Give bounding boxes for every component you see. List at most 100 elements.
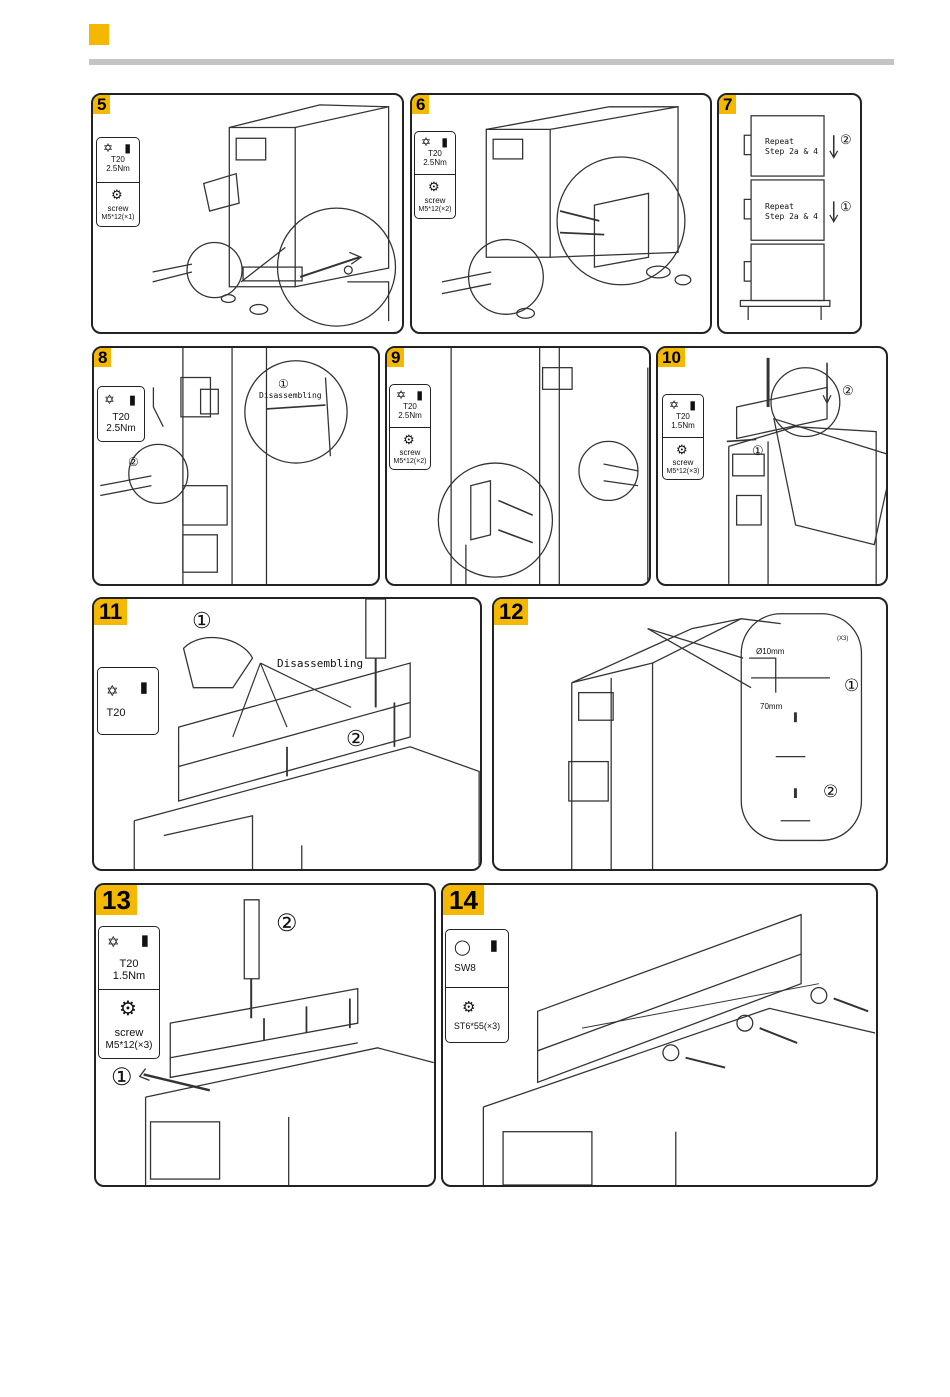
step-7-panel: 7 Repeat Step 2a & 4 Repeat Step 2a & 4 … bbox=[717, 93, 862, 334]
tool-torque: 2.5Nm bbox=[398, 411, 422, 420]
repeat-note-middle: Repeat Step 2a & 4 bbox=[765, 202, 818, 221]
screwdriver-icon: ▮ bbox=[140, 932, 149, 949]
fastener-spec: M5*12(×2) bbox=[418, 206, 452, 213]
fastener-name: screw bbox=[672, 458, 694, 467]
step-8-panel: 8 ✡ ▮ T20 2.5Nm Disassembling ① ② bbox=[92, 346, 380, 586]
torx-tool-cell: ✡ ▮ T20 2.5Nm bbox=[415, 132, 455, 174]
step-12-panel: 12 (X3) Ø10mm 70mm ① ② bbox=[492, 597, 888, 871]
step-number: 10 bbox=[658, 348, 685, 367]
screw-cell: ⚙ screw M5*12(×2) bbox=[390, 427, 430, 471]
step-9-panel: 9 ✡ ▮ T20 2.5Nm ⚙ screw M5*12(×2) bbox=[385, 346, 651, 586]
step-11-illustration bbox=[133, 599, 480, 869]
callout-2: ② bbox=[842, 384, 854, 399]
torx-icon: ✡ bbox=[669, 398, 680, 412]
screw-cell: ⚙ screw M5*12(×3) bbox=[663, 437, 703, 481]
step-10-illustration bbox=[726, 357, 886, 584]
tool-box: ◯ ▮ SW8 ⚙ ST6*55(×3) bbox=[445, 929, 509, 1043]
step-10-panel: 10 ✡ ▮ T20 1.5Nm ⚙ screw M5*12(×3) ② ① bbox=[656, 346, 888, 586]
tool-torque: 2.5Nm bbox=[106, 423, 136, 434]
bolt-icon: ⚙ bbox=[462, 999, 476, 1016]
anchor-quantity: (X3) bbox=[837, 636, 849, 642]
callout-1: ① bbox=[752, 444, 764, 459]
tool-box: ✡ ▮ T20 2.5Nm ⚙ screw M5*12(×2) bbox=[389, 384, 431, 470]
step-number: 13 bbox=[96, 885, 137, 915]
callout-2: ② bbox=[128, 455, 139, 469]
step-12-illustration bbox=[568, 613, 863, 869]
header-accent-square bbox=[89, 24, 109, 45]
tool-box: ✡ ▮ T20 2.5Nm bbox=[97, 386, 145, 442]
screw-icon: ⚙ bbox=[428, 179, 440, 194]
wrench-icon: ▮ bbox=[489, 937, 498, 954]
fastener-spec: M5*12(×3) bbox=[666, 468, 700, 475]
torx-tool-cell: ✡ ▮ T20 1.5Nm bbox=[99, 927, 159, 989]
fastener-spec: M5*12(×1) bbox=[101, 214, 135, 221]
step-14-illustration bbox=[482, 913, 876, 1185]
wrench-tool-cell: ◯ ▮ SW8 bbox=[446, 930, 508, 987]
torx-icon: ✡ bbox=[421, 135, 432, 149]
fastener-name: screw bbox=[424, 196, 446, 205]
tool-name: T20 bbox=[676, 412, 690, 421]
tool-torque: 2.5Nm bbox=[106, 164, 130, 173]
screw-cell: ⚙ screw M5*12(×1) bbox=[97, 182, 139, 228]
tool-name: T20 bbox=[403, 402, 417, 411]
bolt-cell: ⚙ ST6*55(×3) bbox=[446, 987, 508, 1044]
fastener-name: screw bbox=[107, 204, 129, 213]
tool-box: ✡ ▮ T20 1.5Nm ⚙ screw M5*12(×3) bbox=[98, 926, 160, 1059]
callout-1: ① bbox=[111, 1063, 133, 1091]
step-13-panel: 13 ✡ ▮ T20 1.5Nm ⚙ screw M5*12(×3) ① ② bbox=[94, 883, 436, 1187]
step-6-panel: 6 ✡ ▮ T20 2.5Nm ⚙ screw M5*12(×2) bbox=[410, 93, 712, 334]
tool-name: T20 bbox=[112, 412, 130, 423]
step-number: 5 bbox=[93, 95, 111, 114]
callout-1: ① bbox=[844, 676, 860, 696]
torx-icon: ✡ bbox=[103, 141, 114, 155]
screwdriver-icon: ▮ bbox=[416, 388, 423, 402]
step-number: 8 bbox=[94, 348, 112, 367]
tool-box: ✡ ▮ T20 2.5Nm ⚙ screw M5*12(×2) bbox=[414, 131, 456, 219]
callout-2: ② bbox=[276, 909, 298, 937]
fastener-name: screw bbox=[114, 1027, 144, 1039]
step-14-panel: 14 ◯ ▮ SW8 ⚙ ST6*55(×3) bbox=[441, 883, 878, 1187]
fastener-name: screw bbox=[399, 448, 421, 457]
screwdriver-icon: ▮ bbox=[128, 392, 136, 407]
step-number: 14 bbox=[443, 885, 484, 915]
step-number: 9 bbox=[387, 348, 405, 367]
tool-torque: 1.5Nm bbox=[112, 970, 146, 982]
torx-tool-cell: ✡ ▮ T20 2.5Nm bbox=[97, 138, 139, 182]
tool-box: ✡ ▮ T20 2.5Nm ⚙ screw M5*12(×1) bbox=[96, 137, 140, 227]
torx-tool-cell: ✡ ▮ T20 bbox=[98, 668, 158, 736]
screw-icon: ⚙ bbox=[403, 432, 415, 447]
screw-icon: ⚙ bbox=[676, 442, 688, 457]
screw-icon: ⚙ bbox=[111, 187, 123, 202]
fastener-spec: M5*12(×2) bbox=[393, 458, 427, 465]
torx-icon: ✡ bbox=[107, 934, 120, 951]
drill-depth: 70mm bbox=[760, 702, 783, 711]
torx-tool-cell: ✡ ▮ T20 1.5Nm bbox=[663, 395, 703, 437]
torx-icon: ✡ bbox=[104, 392, 115, 407]
tool-name: SW8 bbox=[454, 963, 476, 974]
repeat-note-top: Repeat Step 2a & 4 bbox=[765, 137, 818, 156]
tool-torque: 2.5Nm bbox=[423, 158, 447, 167]
tool-name: T20 bbox=[428, 149, 442, 158]
screw-cell: ⚙ screw M5*12(×2) bbox=[415, 174, 455, 220]
torx-icon: ✡ bbox=[396, 388, 407, 402]
disassembling-label: Disassembling bbox=[259, 391, 322, 400]
step-5-illustration bbox=[152, 104, 397, 327]
step-9-illustration bbox=[437, 348, 649, 584]
callout-1: ① bbox=[192, 609, 212, 634]
fastener-spec: ST6*55(×3) bbox=[453, 1021, 501, 1031]
drill-diameter: Ø10mm bbox=[756, 647, 785, 656]
tool-name: T20 bbox=[111, 155, 125, 164]
callout-1: ① bbox=[278, 377, 289, 391]
callout-1: ① bbox=[840, 200, 852, 215]
screwdriver-icon: ▮ bbox=[689, 398, 696, 412]
tool-name: T20 bbox=[106, 707, 126, 719]
torx-icon: ✡ bbox=[106, 683, 119, 700]
screwdriver-icon: ▮ bbox=[441, 135, 448, 149]
callout-2: ② bbox=[823, 782, 839, 802]
torx-tool-cell: ✡ ▮ T20 2.5Nm bbox=[98, 387, 144, 443]
screwdriver-icon: ▮ bbox=[124, 141, 131, 155]
tool-name: T20 bbox=[119, 958, 139, 970]
step-11-panel: 11 ✡ ▮ T20 Disassembling ① ② bbox=[92, 597, 482, 871]
step-8-illustration bbox=[100, 348, 348, 584]
screw-cell: ⚙ screw M5*12(×3) bbox=[99, 989, 159, 1060]
